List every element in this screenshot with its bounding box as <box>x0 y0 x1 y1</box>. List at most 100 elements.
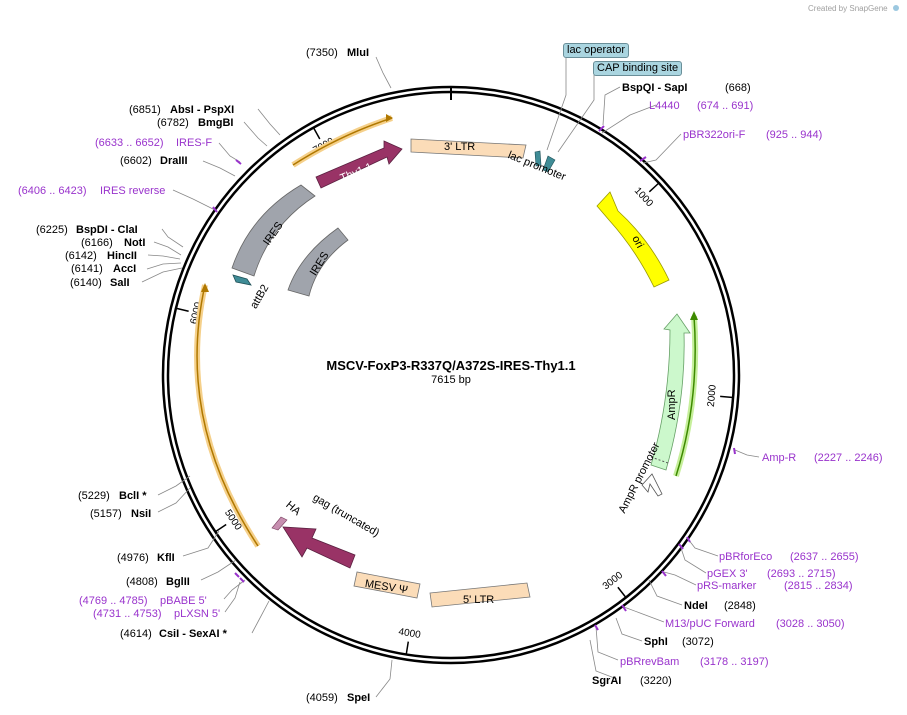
primer-iresf-name: IRES-F <box>176 137 212 149</box>
primer-ampr-name: Amp-R <box>762 452 796 464</box>
site-noti-pos: (6166) <box>81 237 113 249</box>
site-bcli-pos: (5229) <box>78 490 110 502</box>
feature-ampr-label: AmpR <box>666 389 678 420</box>
site-nsii-name: NsiI <box>131 508 151 520</box>
site-sali-name: SalI <box>110 277 130 289</box>
site-bcli-name: BclI * <box>119 490 147 502</box>
site-acci-pos: (6141) <box>71 263 103 275</box>
primer-pgex-name: pGEX 3' <box>707 568 748 580</box>
tick-label-4000: 4000 <box>398 627 422 641</box>
annotations: (7350) MluI BspQI - SapI (668) NdeI (284… <box>18 47 883 704</box>
primer-m13-name: M13/pUC Forward <box>665 618 755 630</box>
primer-markers <box>212 125 736 631</box>
tick-mark-6000 <box>175 307 189 313</box>
tick-label-3000: 3000 <box>601 570 626 593</box>
feature-attb2-label: attB2 <box>248 283 271 311</box>
site-spei-name: SpeI <box>347 692 370 704</box>
site-ndei-pos: (2848) <box>724 600 756 612</box>
site-absi-name: AbsI - PspXI <box>170 104 234 116</box>
site-sali-pos: (6140) <box>70 277 102 289</box>
feature-lac-promoter-2[interactable] <box>542 155 556 173</box>
plasmid-title: MSCV-FoxP3-R337Q/A372S-IRES-Thy1.1 <box>326 358 575 373</box>
primer-l4440-range: (674 .. 691) <box>697 100 753 112</box>
primer-iresrev-range: (6406 .. 6423) <box>18 185 87 197</box>
primer-pbrforeco-name: pBRforEco <box>719 551 772 563</box>
orf-thy11-arrowhead <box>386 114 393 122</box>
site-kfli-pos: (4976) <box>117 552 149 564</box>
site-acci-name: AccI <box>113 263 136 275</box>
site-draiii-pos: (6602) <box>120 155 152 167</box>
site-bglii-pos: (4808) <box>126 576 158 588</box>
primer-ampr-range: (2227 .. 2246) <box>814 452 883 464</box>
tick-mark-7000 <box>312 127 321 140</box>
plasmid-size: 7615 bp <box>431 374 471 386</box>
feature-5ltr-label: 5' LTR <box>463 594 494 606</box>
primer-pbrforeco-range: (2637 .. 2655) <box>790 551 859 563</box>
site-ndei-name: NdeI <box>684 600 708 612</box>
primer-plxsn-name: pLXSN 5' <box>174 608 220 620</box>
ampr-promoter-dashed <box>650 456 669 464</box>
site-noti-name: NotI <box>124 237 145 249</box>
feature-3ltr[interactable] <box>410 138 527 159</box>
snapgene-logo-icon <box>893 5 899 11</box>
feature-5ltr[interactable] <box>429 582 531 608</box>
primer-iresrev-name: IRES reverse <box>100 185 165 197</box>
feature-ires-outer[interactable] <box>231 184 316 277</box>
feature-ampr-promoter-label: AmpR promoter <box>617 440 663 515</box>
primer-pbabe-range: (4769 .. 4785) <box>79 595 148 607</box>
primer-prs-name: pRS-marker <box>697 580 757 592</box>
feature-mesv-psi[interactable] <box>353 571 421 599</box>
feature-ori[interactable] <box>596 191 670 288</box>
site-absi-pos: (6851) <box>129 104 161 116</box>
feature-ires-inner[interactable] <box>287 227 349 297</box>
feature-ha[interactable] <box>271 516 288 531</box>
site-bspqi-pos: (668) <box>725 82 751 94</box>
site-bspdi-pos: (6225) <box>36 224 68 236</box>
feature-thy11[interactable] <box>315 140 403 189</box>
orf-thy11 <box>292 117 393 166</box>
site-sgrai-name: SgrAI <box>592 675 621 687</box>
tick-mark-4000 <box>405 641 410 655</box>
primer-m13-range: (3028 .. 3050) <box>776 618 845 630</box>
site-bglii-name: BglII <box>166 576 190 588</box>
feature-gag-truncated[interactable] <box>282 526 356 569</box>
site-bspqi-name: BspQI - SapI <box>622 82 687 94</box>
feature-attb2[interactable] <box>232 274 252 286</box>
orf-ampr <box>675 315 696 477</box>
primer-pbr322ori-name: pBR322ori-F <box>683 129 746 141</box>
site-nsii-pos: (5157) <box>90 508 122 520</box>
site-draiii-name: DraIII <box>160 155 188 167</box>
site-bmgbi-name: BmgBI <box>198 117 233 129</box>
site-csii-pos: (4614) <box>120 628 152 640</box>
site-hincii-pos: (6142) <box>65 250 97 262</box>
feature-3ltr-label: 3' LTR <box>444 141 475 153</box>
primer-prs-range: (2815 .. 2834) <box>784 580 853 592</box>
tick-mark-3000 <box>617 586 627 598</box>
site-bmgbi-pos: (6782) <box>157 117 189 129</box>
site-spei-pos: (4059) <box>306 692 338 704</box>
cap-binding-site-label: CAP binding site <box>593 61 683 76</box>
tick-label-2000: 2000 <box>706 384 719 407</box>
primer-pbrrevbam-range: (3178 .. 3197) <box>700 656 769 668</box>
site-hincii-name: HincII <box>107 250 137 262</box>
primer-iresf-range: (6633 .. 6652) <box>95 137 164 149</box>
feature-gag-label: gag (truncated) <box>311 492 382 540</box>
orf-left-highlight <box>194 284 261 548</box>
feature-ori-label: ori <box>629 234 645 250</box>
leader-lines <box>141 56 760 698</box>
feature-ampr-promoter[interactable] <box>641 473 663 497</box>
orf-ampr-arrowhead <box>690 311 698 320</box>
site-sgrai-pos: (3220) <box>640 675 672 687</box>
site-csii-name: CsiI - SexAI * <box>159 628 228 640</box>
site-sphi-name: SphI <box>644 636 668 648</box>
primer-l4440-name: L4440 <box>649 100 680 112</box>
site-mlui-name: MluI <box>347 47 369 59</box>
tick-mark-2000 <box>720 395 734 399</box>
primer-pgex-range: (2693 .. 2715) <box>767 568 836 580</box>
orf-left <box>196 284 259 547</box>
orf-left-arrowhead <box>201 283 209 292</box>
lac-operator-label: lac operator <box>563 43 630 58</box>
feature-lac-promoter[interactable] <box>534 150 542 167</box>
feature-ampr[interactable] <box>650 313 691 471</box>
site-kfli-name: KflI <box>157 552 175 564</box>
